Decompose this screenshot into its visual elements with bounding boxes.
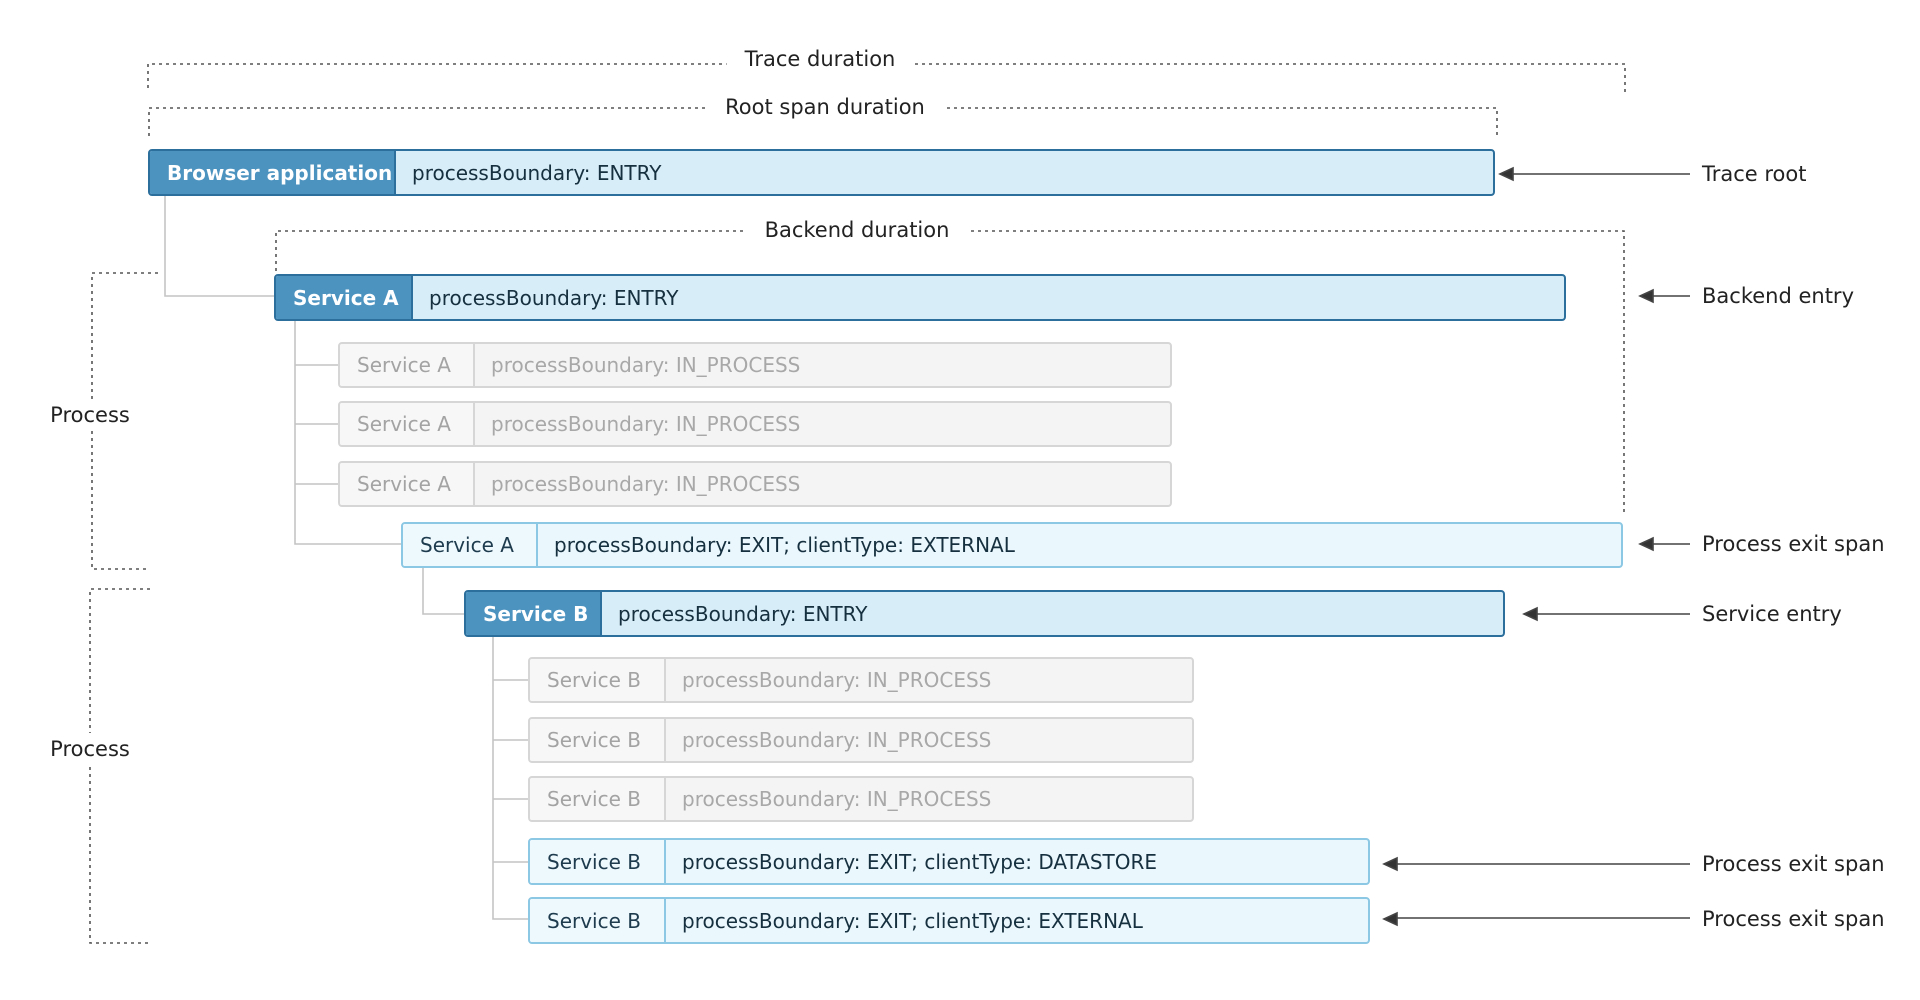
trace-duration-label: Trace duration <box>726 47 914 71</box>
span-service-a-in-process[interactable]: Service A processBoundary: IN_PROCESS <box>338 342 1172 388</box>
span-browser-application-entry[interactable]: Browser application processBoundary: ENT… <box>148 149 1495 196</box>
process-label-service-b: Process <box>50 733 130 765</box>
span-service-b-exit-datastore[interactable]: Service B processBoundary: EXIT; clientT… <box>528 838 1370 885</box>
trace-duration-bracket <box>147 63 1626 92</box>
span-service-name: Service B <box>530 899 666 942</box>
span-service-b-in-process[interactable]: Service B processBoundary: IN_PROCESS <box>528 657 1194 703</box>
span-service-name: Service A <box>340 463 475 505</box>
annotation-process-exit-span: Process exit span <box>1702 907 1885 931</box>
span-process-boundary: processBoundary: EXIT; clientType: EXTER… <box>554 533 1015 557</box>
span-process-boundary: processBoundary: IN_PROCESS <box>682 668 992 692</box>
connector-exit-to-service-b <box>422 568 465 615</box>
connector-service-a-children <box>295 364 339 485</box>
span-process-boundary: processBoundary: EXIT; clientType: DATAS… <box>682 849 1158 874</box>
span-process-boundary: processBoundary: IN_PROCESS <box>491 353 801 377</box>
annotation-process-exit-span: Process exit span <box>1702 532 1885 556</box>
span-service-a-in-process[interactable]: Service A processBoundary: IN_PROCESS <box>338 401 1172 447</box>
span-service-b-in-process[interactable]: Service B processBoundary: IN_PROCESS <box>528 717 1194 763</box>
span-process-boundary: processBoundary: ENTRY <box>429 285 679 310</box>
annotation-service-entry: Service entry <box>1702 602 1842 626</box>
span-service-b-entry[interactable]: Service B processBoundary: ENTRY <box>464 590 1505 637</box>
span-service-name: Browser application <box>150 151 396 194</box>
span-service-b-exit-external[interactable]: Service B processBoundary: EXIT; clientT… <box>528 897 1370 944</box>
connector-service-b-children <box>493 679 529 863</box>
span-service-name: Service A <box>403 524 538 566</box>
span-process-boundary: processBoundary: IN_PROCESS <box>491 412 801 436</box>
backend-duration-label: Backend duration <box>746 218 968 242</box>
span-service-name: Service A <box>276 276 413 319</box>
annotation-trace-root: Trace root <box>1702 162 1807 186</box>
annotation-arrows <box>1382 166 1690 927</box>
process-b-bracket <box>89 588 150 944</box>
span-service-a-in-process[interactable]: Service A processBoundary: IN_PROCESS <box>338 461 1172 507</box>
span-service-b-in-process[interactable]: Service B processBoundary: IN_PROCESS <box>528 776 1194 822</box>
process-label-service-a: Process <box>50 399 130 431</box>
span-service-name: Service B <box>466 592 602 635</box>
span-service-name: Service B <box>530 719 666 761</box>
span-process-boundary: processBoundary: ENTRY <box>618 601 868 626</box>
span-process-boundary: processBoundary: IN_PROCESS <box>682 728 992 752</box>
connector-root-to-service-a <box>164 196 276 297</box>
connector-service-b-trunk <box>492 636 529 920</box>
span-process-boundary: processBoundary: IN_PROCESS <box>682 787 992 811</box>
span-service-a-entry[interactable]: Service A processBoundary: ENTRY <box>274 274 1566 321</box>
span-process-boundary: processBoundary: ENTRY <box>412 160 662 185</box>
span-service-name: Service B <box>530 659 666 701</box>
tree-connectors <box>164 196 529 920</box>
span-service-name: Service A <box>340 344 475 386</box>
connector-service-a-trunk <box>294 320 402 545</box>
span-service-name: Service B <box>530 778 666 820</box>
root-span-duration-label: Root span duration <box>707 95 943 119</box>
annotation-backend-entry: Backend entry <box>1702 284 1854 308</box>
span-service-name: Service B <box>530 840 666 883</box>
span-service-name: Service A <box>340 403 475 445</box>
span-process-boundary: processBoundary: IN_PROCESS <box>491 472 801 496</box>
span-service-a-exit-external[interactable]: Service A processBoundary: EXIT; clientT… <box>401 522 1623 568</box>
annotation-process-exit-span: Process exit span <box>1702 852 1885 876</box>
span-process-boundary: processBoundary: EXIT; clientType: EXTER… <box>682 908 1143 933</box>
